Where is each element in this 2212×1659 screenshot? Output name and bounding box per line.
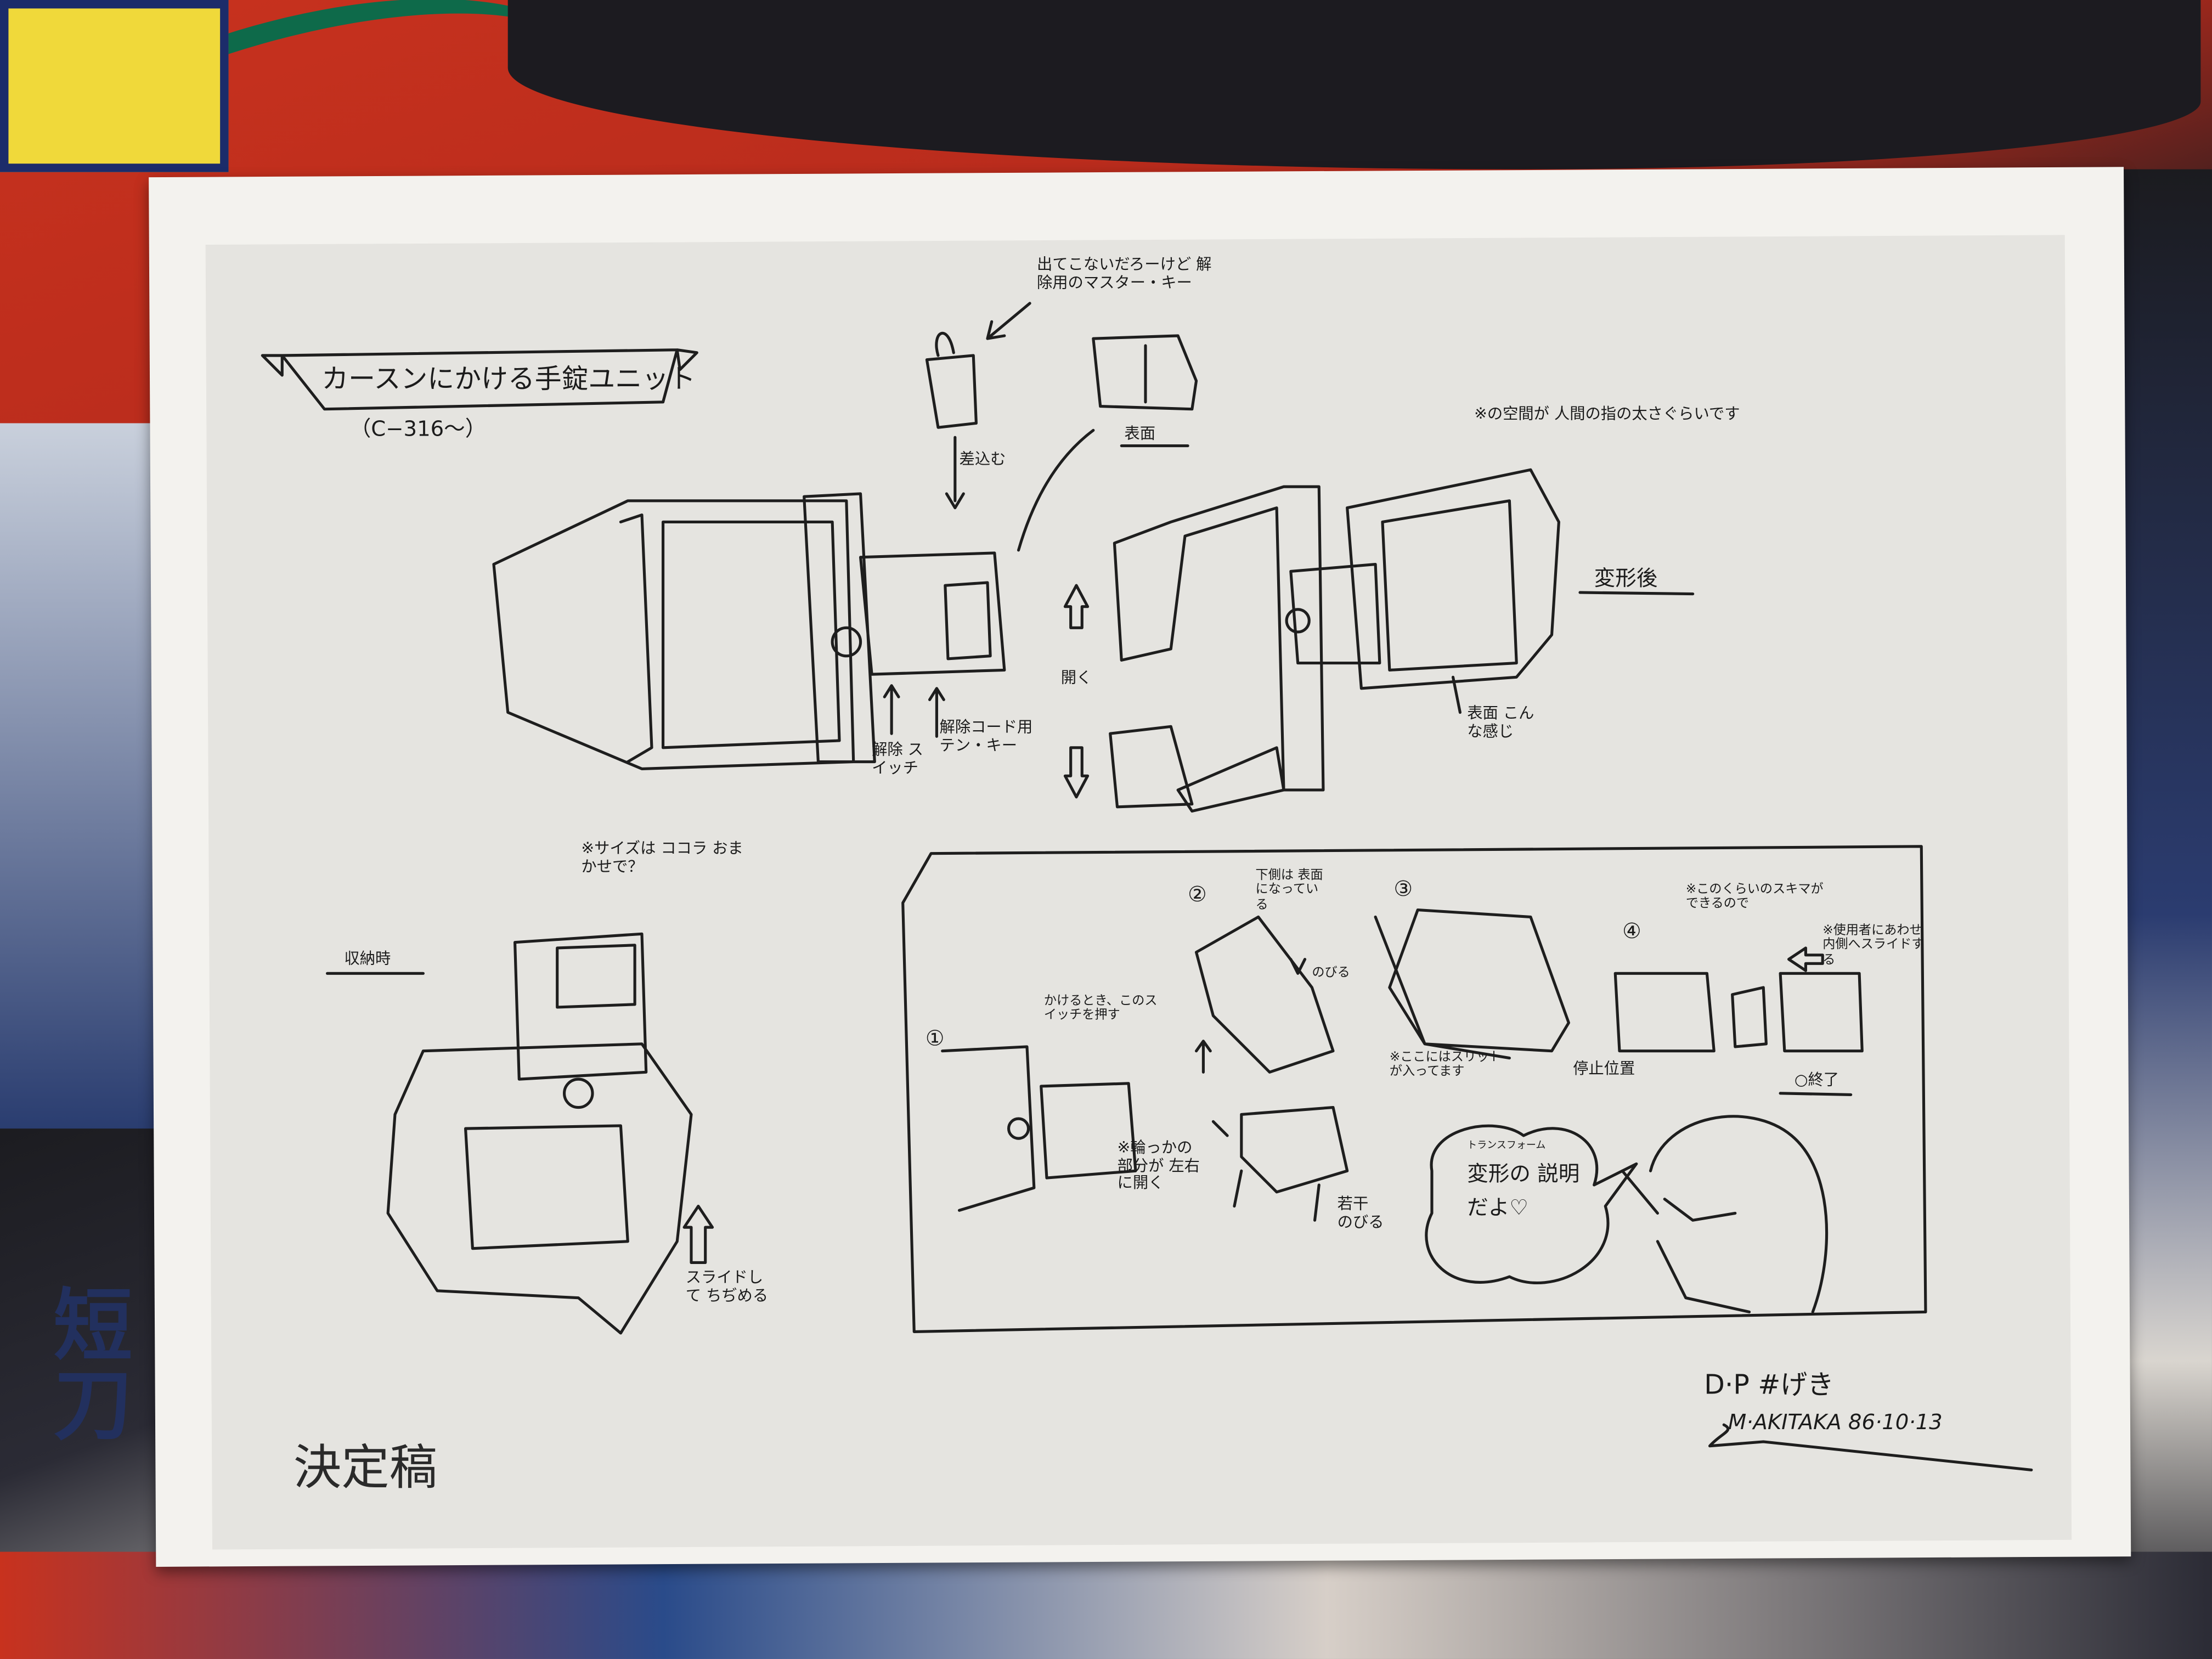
- step2-note: 下側は 表面になっている: [1255, 868, 1323, 912]
- status-stamp: 決定稿: [293, 1440, 438, 1497]
- step4-slide-note: ※使用者にあわせ 内側へスライドする: [1822, 924, 1925, 968]
- bubble-text: 変形の 説明だよ♡: [1467, 1161, 1580, 1221]
- note-open: 開く: [1060, 668, 1092, 687]
- note-release-keypad: 解除コード用 テン・キー: [939, 718, 1033, 754]
- note-surface-back: 表面 こんな感じ: [1467, 704, 1534, 741]
- open-up-arrow: [1063, 584, 1090, 629]
- release-switch-arrow: [883, 684, 900, 735]
- step-end: ○終了: [1794, 1070, 1839, 1090]
- slide-arrow: [682, 1204, 714, 1264]
- note-space: ※の空間が 人間の指の太さぐらいです: [1474, 404, 1740, 424]
- signature-underline: [1708, 1423, 2033, 1471]
- master-key-sketch: [925, 331, 978, 429]
- signature: M·AKITAKA 86·10·13: [1728, 1409, 1943, 1435]
- note-master-key: 出てこないだろーけど 解除用のマスター・キー: [1036, 255, 1212, 292]
- step4-slide-arrow: [1787, 946, 1824, 972]
- handcuff-open-sketch: [1109, 468, 1560, 813]
- step2-bottom-note: 若干 のびる: [1337, 1194, 1384, 1231]
- stowed-sketch: [386, 932, 693, 1335]
- note-stowed: 収納時: [344, 949, 391, 968]
- step1-ring-note: ※輪っかの部分が 左右に開く: [1117, 1138, 1200, 1193]
- sheet-title: カースンにかける手錠ユニット: [321, 364, 696, 395]
- master-key-arrow: [986, 302, 1031, 340]
- step1-sketch: [941, 1045, 1137, 1212]
- instruction-panel-frame: [901, 845, 1927, 1333]
- speech-bubble: [1425, 1124, 1638, 1284]
- keypad-arrow: [928, 687, 945, 738]
- cut-range: （C−316〜）: [349, 416, 487, 442]
- step1-note: かけるとき、このスイッチを押す: [1043, 994, 1158, 1024]
- step2-extend: のびる: [1312, 966, 1350, 981]
- step3-stop: 停止位置: [1573, 1059, 1635, 1078]
- insert-arrow: [945, 436, 965, 510]
- step4-sketch: [1613, 972, 1864, 1053]
- bubble-ruby: トランスフォーム: [1467, 1139, 1546, 1152]
- step2-number: ②: [1188, 882, 1207, 907]
- fabric-yellow-letter: [0, 0, 229, 172]
- step2-arrows: [1194, 957, 1307, 1137]
- step4-gap-note: ※このくらいのスキマができるので: [1685, 883, 1824, 912]
- girl-character-sketch: [1621, 1115, 1829, 1313]
- fabric-left-figure: [0, 423, 155, 1129]
- note-after-transform: 変形後: [1594, 566, 1658, 591]
- credit-episode: D·P #げき: [1704, 1369, 1835, 1401]
- surface-back-leader: [1451, 675, 1462, 714]
- back-unit-sketch: [1092, 334, 1198, 411]
- step3-sketch: [1374, 908, 1570, 1060]
- end-underline: [1779, 1092, 1853, 1096]
- after-transform-underline: [1578, 591, 1695, 596]
- open-down-arrow: [1063, 746, 1090, 799]
- title-plate: [261, 348, 698, 411]
- fabric-bottom: [0, 1551, 2212, 1659]
- step2-sketch: [1194, 915, 1349, 1222]
- note-slide-shrink: スライドして ちぢめる: [685, 1268, 769, 1305]
- fabric-right-figure: [2116, 169, 2212, 1659]
- note-surface-top: 表面: [1124, 424, 1155, 443]
- step3-number: ③: [1393, 876, 1413, 902]
- step1-number: ①: [925, 1025, 945, 1051]
- step4-number: ④: [1622, 918, 1641, 944]
- note-release-switch: 解除 スイッチ: [872, 740, 923, 777]
- note-insert: 差込む: [959, 450, 1006, 469]
- note-size: ※サイズは ココラ おまかせで？: [581, 839, 743, 876]
- step3-note: ※ここにはスリットが入ってます: [1389, 1051, 1502, 1080]
- curve-arrow: [1017, 428, 1095, 552]
- handcuff-closed-sketch: [492, 492, 1006, 770]
- fabric-kanji: 短刀: [40, 1283, 132, 1442]
